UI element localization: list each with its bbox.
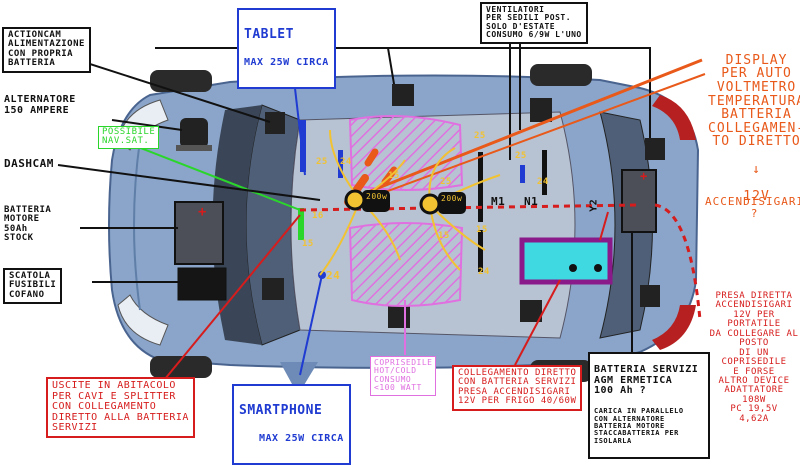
mirror-bottom (280, 362, 318, 395)
label-collegamento: COLLEGAMENTO DIRETTO CON BATTERIA SERVIZ… (452, 365, 583, 411)
speaker-front-bottom (262, 278, 284, 300)
battery-engine (174, 201, 224, 265)
marker-n1: N1 (524, 195, 539, 208)
label-coprisedile: COPRISEDILE HOT/COLD CONSUMO <100 WATT (370, 356, 437, 396)
label-dashcam: DASHCAM (4, 157, 54, 170)
label-alternatore: ALTERNATORE 150 AMPERE (4, 94, 76, 116)
seat-cover-bottom (348, 222, 464, 307)
marker-200w-rear: 200w (441, 194, 463, 203)
speaker-rear-bottom (520, 300, 542, 322)
marker-m1: M1 (491, 195, 506, 208)
marker-200w-front: 200w (366, 192, 388, 201)
battery-service (621, 169, 657, 233)
speaker-rear-top (530, 98, 552, 122)
marker-15d: 15 (438, 231, 450, 241)
tablet-title: TABLET (244, 26, 294, 42)
display-voltage: 12V (743, 189, 770, 205)
label-presa-diretta: PRESA DIRETTA ACCENDISIGARI 12V PER PORT… (709, 291, 799, 424)
speaker-front-top (265, 112, 285, 134)
taillight-top (652, 95, 696, 140)
marker-24a: 24 (340, 157, 352, 167)
marker-25d: 25 (440, 177, 452, 187)
marker-25c: 25 (474, 131, 486, 141)
plus-engine-battery: + (198, 204, 207, 220)
tablet-holder (300, 120, 306, 172)
label-tablet: TABLET MAX 25W CIRCA (237, 8, 336, 89)
display-text: DISPLAY PER AUTO VOLTMETRO TEMPERATURA B… (708, 52, 800, 150)
plus-service-battery: + (640, 169, 648, 183)
wheel-front-top (150, 70, 212, 92)
tablet-power: MAX 25W CIRCA (244, 57, 329, 69)
marker-25b: 25 (515, 151, 527, 161)
batteria-servizi-title: BATTERIA SERVIZI AGM ERMETICA 100 Ah ? (594, 364, 699, 397)
speaker-tail-top (645, 138, 665, 160)
marker-15c: 15 (476, 225, 488, 235)
marker-24c: 24 (326, 269, 341, 282)
converter-200w-front (362, 190, 390, 212)
label-batteria-servizi: BATTERIA SERVIZI AGM ERMETICA 100 Ah ? C… (588, 352, 710, 459)
label-actioncam: ACTIONCAM ALIMENTAZIONE CON PROPRIA BATT… (2, 27, 91, 73)
speaker-mid-top (392, 84, 414, 106)
label-navsat: POSSIBILE NAV.SAT. (98, 126, 160, 149)
smartphone-title: SMARTPHONE (239, 402, 323, 418)
marker-15a: 15 (388, 171, 400, 181)
marker-16: 16 (312, 211, 324, 221)
marker-15b: 15 (302, 239, 314, 249)
batteria-servizi-body: CARICA IN PARALLELO CON ALTERNATORE BATT… (594, 407, 684, 445)
fridge (519, 237, 613, 285)
label-uscite: USCITE IN ABITACOLO PER CAVI E SPLITTER … (46, 377, 195, 438)
marker-24d: 24 (478, 267, 490, 277)
label-batteria-motore: BATTERIA MOTORE 50Ah STOCK (4, 205, 52, 244)
wheel-front-bottom (150, 356, 212, 378)
label-ventilatori: VENTILATORI PER SEDILI POST. SOLO D'ESTA… (480, 2, 588, 44)
label-smartphone: SMARTPHONE MAX 25W CIRCA (232, 384, 351, 465)
wheel-rear-top (530, 64, 592, 86)
arrow-down-icon: ↓ (752, 161, 761, 177)
speaker-mid-bottom (388, 306, 410, 328)
marker-y2: Y2 (588, 198, 600, 212)
converter-200w-rear (438, 192, 466, 214)
taillight-bottom (652, 305, 696, 350)
label-accendisigari: ACCENDISIGARI ? (705, 195, 800, 220)
smartphone-power: MAX 25W CIRCA (259, 433, 344, 445)
marker-24b: 24 (537, 177, 549, 187)
headlight-bottom (117, 294, 169, 346)
fuse-box (177, 267, 227, 301)
label-scatola-fusibili: SCATOLA FUSIBILI COFANO (3, 268, 63, 305)
marker-25a: 25 (316, 157, 328, 167)
label-display: DISPLAY PER AUTO VOLTMETRO TEMPERATURA B… (708, 40, 800, 217)
car-illustration (57, 40, 706, 395)
smartphone-mount (318, 271, 326, 279)
alternator (180, 118, 208, 148)
speaker-tail-bottom (640, 285, 660, 307)
